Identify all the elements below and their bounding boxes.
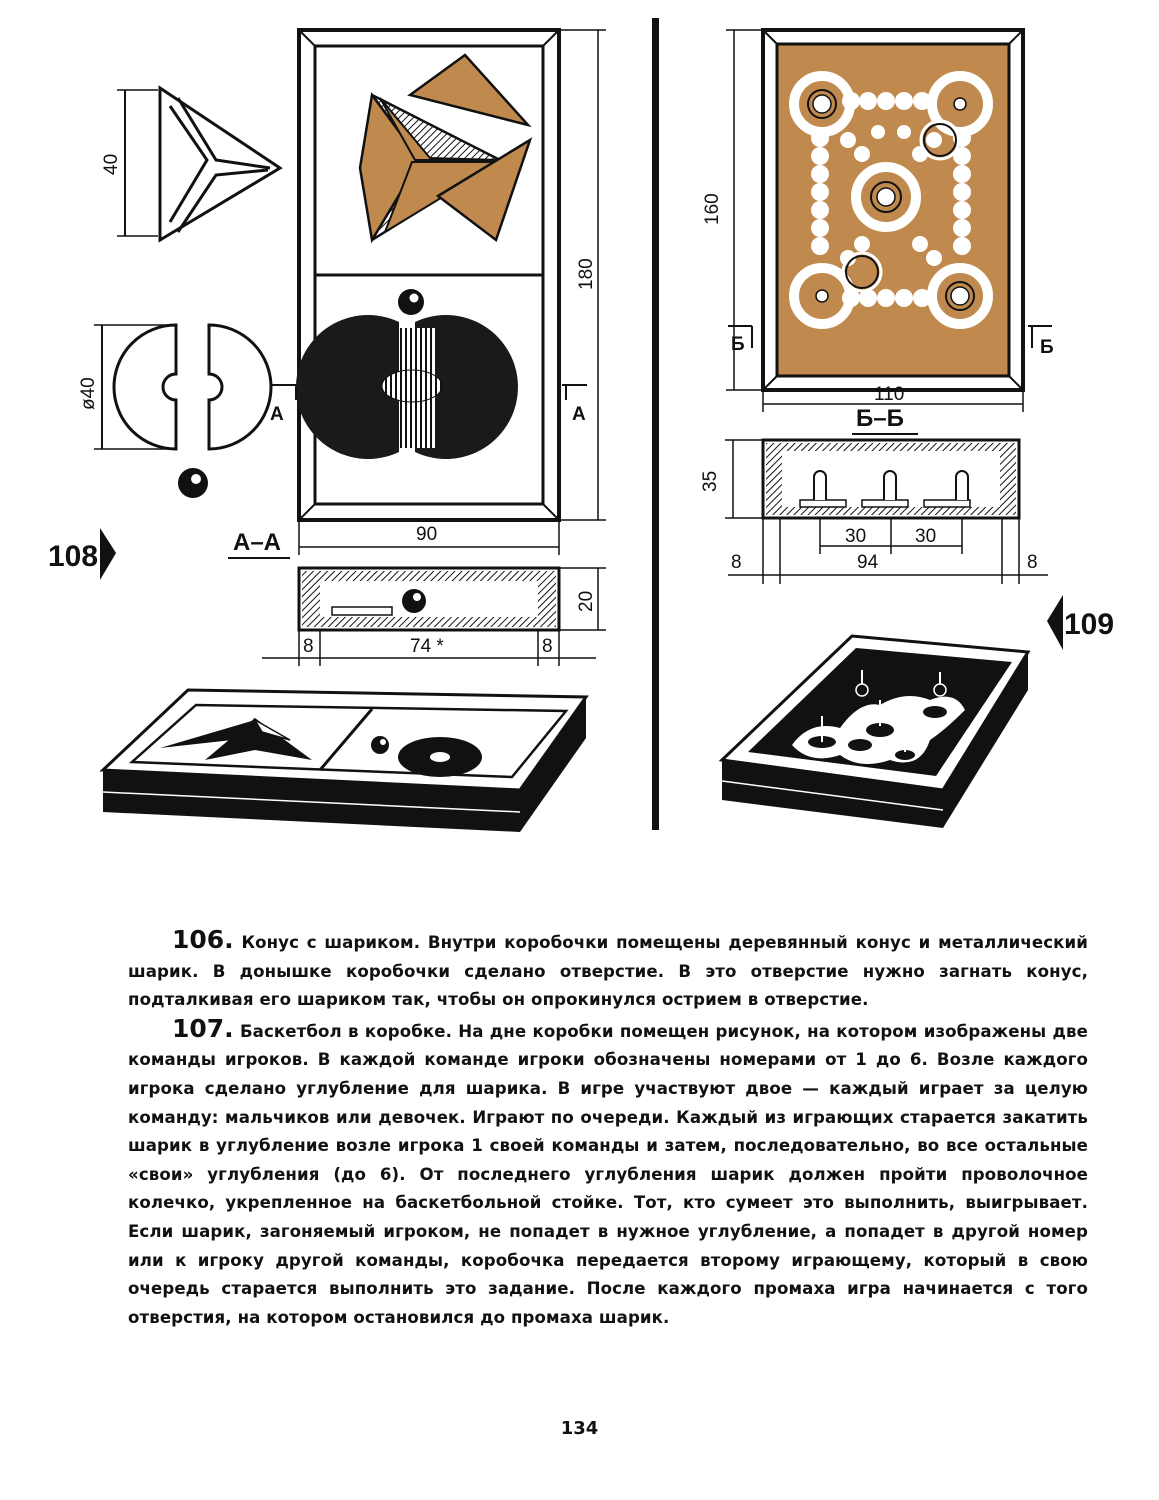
board-109-perspective (718, 634, 1031, 828)
paragraph-body: Внутри коробочки помещены деревянный кон… (128, 933, 1088, 1010)
dim-section-height-109: 35 (700, 471, 721, 492)
dim-box-height: 180 (576, 258, 597, 290)
box-108-perspective (99, 688, 589, 832)
dim-section-inner-108: 74 * (410, 636, 444, 657)
arrow-left-icon (1047, 595, 1063, 650)
ball-drawing (178, 468, 208, 498)
section-bb-drawing (725, 438, 1048, 584)
dim-section-right-109: 8 (1027, 552, 1038, 573)
figure-109: 160 110 Б Б Б–Б (700, 28, 1114, 828)
section-mark-a-right: А (572, 404, 586, 425)
dim-section-left-108: 8 (303, 636, 314, 657)
section-mark-b-right: Б (1040, 337, 1054, 358)
disk-pieces-drawing (94, 323, 273, 451)
dim-box-width: 90 (416, 524, 437, 545)
dim-spacing-2: 30 (915, 526, 936, 547)
paragraph-107: 107. Баскетбол в коробке. На дне коробки… (128, 1013, 1088, 1333)
section-aa-label: А–А (233, 529, 281, 556)
paragraph-title: Баскетбол в коробке. (239, 1021, 453, 1041)
paragraph-title: Конус с шариком. (241, 933, 421, 952)
paragraph-number: 107. (172, 1013, 234, 1043)
dim-triangle-height: 40 (101, 154, 122, 175)
dim-board-height: 160 (702, 193, 723, 225)
paragraph-number: 106. (172, 925, 234, 954)
dim-spacing-1: 30 (845, 526, 866, 547)
text-block: 106. Конус с шариком. Внутри коробочки п… (128, 925, 1088, 1333)
figures-illustration: 40 ø40 (48, 18, 1114, 832)
figure-108: 40 ø40 (48, 28, 606, 832)
dim-section-height-108: 20 (576, 591, 597, 612)
center-divider (652, 18, 659, 830)
section-mark-b-left: Б (731, 334, 745, 355)
section-bb-label: Б–Б (856, 405, 904, 432)
dim-board-width: 110 (874, 384, 904, 405)
paragraph-106: 106. Конус с шариком. Внутри коробочки п… (128, 925, 1088, 1015)
paragraph-body: На дне коробки помещен рисунок, на котор… (128, 1021, 1088, 1327)
board-109-top-view (726, 28, 1052, 412)
section-mark-a-left: А (270, 404, 284, 425)
figure-number-108: 108 (48, 540, 98, 573)
dim-section-right-108: 8 (542, 636, 553, 657)
dim-disk-diameter: ø40 (78, 377, 99, 410)
figure-number-109: 109 (1064, 608, 1114, 641)
dim-section-left-109: 8 (731, 552, 742, 573)
dim-section-inner-109: 94 (857, 552, 879, 573)
box-108-top-view: А А (270, 28, 606, 555)
page-number: 134 (560, 1418, 599, 1439)
triangle-piece-drawing (117, 85, 283, 243)
section-aa-drawing (262, 566, 606, 666)
arrow-right-icon (100, 528, 116, 580)
